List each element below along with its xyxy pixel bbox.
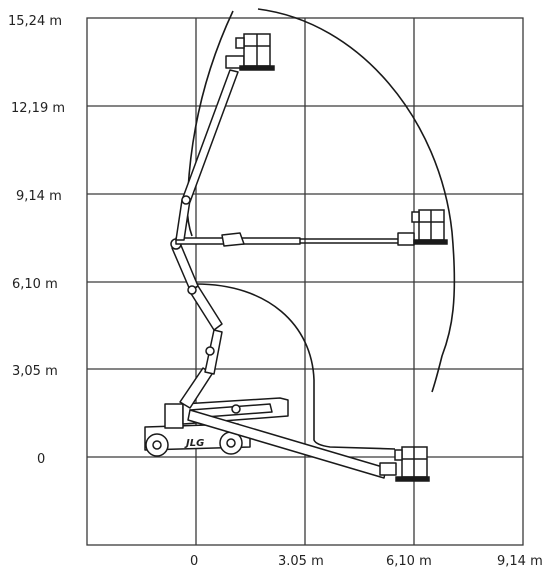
boom-to-low-reach — [187, 409, 387, 479]
boom-upper-section — [181, 69, 239, 203]
platform-floor — [395, 476, 430, 482]
riser-joint — [205, 346, 215, 356]
grid — [86, 17, 524, 546]
platform-low — [394, 446, 430, 482]
platform-floor — [239, 65, 275, 71]
outer-envelope-curve — [257, 8, 456, 393]
jib-horizontal — [397, 232, 415, 246]
y-label: 9,14 m — [16, 189, 62, 204]
turntable-counterweight — [164, 403, 184, 429]
wheel-rear-hub — [152, 440, 162, 450]
y-label: 15,24 m — [8, 14, 62, 29]
top-riser — [171, 242, 199, 291]
platform-control — [235, 37, 245, 49]
jib-low — [379, 462, 397, 476]
y-label: 12,19 m — [11, 101, 65, 116]
x-label: 6,10 m — [386, 554, 432, 569]
x-label: 3.05 m — [278, 554, 324, 569]
boom-bracket — [221, 232, 245, 247]
machine-logo: JLG — [184, 438, 204, 449]
riser-joint — [187, 285, 197, 295]
upper-left-envelope-curve — [186, 10, 234, 237]
boom-lift-machine: JLG — [144, 55, 415, 479]
x-axis-labels: 0 3.05 m 6,10 m 9,14 m — [190, 554, 543, 569]
y-label: 6,10 m — [12, 277, 58, 292]
platform-floor — [413, 239, 448, 245]
boom-joint — [181, 195, 191, 205]
working-envelope — [186, 8, 456, 450]
y-label: 3,05 m — [12, 364, 58, 379]
inner-envelope-curve — [195, 283, 396, 450]
platform-control — [411, 211, 420, 223]
platform-control — [394, 449, 403, 461]
y-label: 0 — [37, 452, 45, 467]
y-axis-labels: 15,24 m 12,19 m 9,14 m 6,10 m 3,05 m 0 — [8, 14, 65, 467]
x-label: 0 — [190, 554, 198, 569]
x-label: 9,14 m — [497, 554, 543, 569]
riser-pin — [231, 404, 241, 414]
platform-horizontal — [411, 209, 448, 245]
wheel-front-hub — [226, 438, 236, 448]
platform-top — [235, 33, 275, 71]
platforms — [235, 33, 448, 482]
